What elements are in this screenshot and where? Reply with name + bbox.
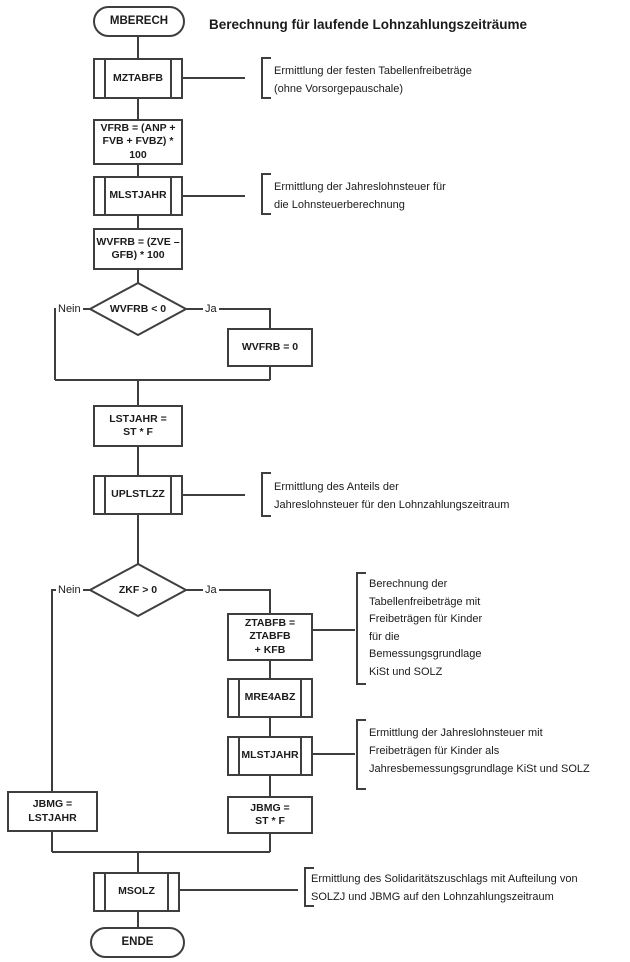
process-uplstlzz: UPLSTLZZ (93, 475, 183, 515)
process-wvfrb-zero: WVFRB = 0 (227, 328, 313, 367)
process-jbmg-stf: JBMG = ST * F (227, 796, 313, 834)
edge-label-ja-2: Ja (203, 584, 219, 596)
process-msolz: MSOLZ (93, 872, 180, 912)
terminator-start: MBERECH (93, 6, 185, 37)
annotation-ztabfb: Berechnung der Tabellenfreibeträge mit F… (369, 578, 483, 678)
process-lstjahr: LSTJAHR = ST * F (93, 405, 183, 447)
process-mlstjahr-1: MLSTJAHR (93, 176, 183, 216)
annotation-mztabfb: Ermittlung der festen Tabellenfreibeträg… (274, 65, 472, 95)
annotation-uplstlzz: Ermittlung des Anteils der Jahreslohnste… (274, 481, 510, 511)
edge-label-ja-1: Ja (203, 303, 219, 315)
annotation-msolz: Ermittlung des Solidaritätszuschlags mit… (311, 873, 578, 903)
process-mlstjahr-2: MLSTJAHR (227, 736, 313, 776)
edge-label-nein-2: Nein (56, 584, 83, 596)
annotation-mlstjahr-1: Ermittlung der Jahreslohnsteuer für die … (274, 181, 446, 211)
terminator-ende: ENDE (90, 927, 185, 958)
process-mre4abz: MRE4ABZ (227, 678, 313, 718)
decision-label-wvfrb: WVFRB < 0 (109, 303, 167, 315)
process-ztabfb: ZTABFB = ZTABFB + KFB (227, 613, 313, 661)
annotation-mlstjahr-2: Ermittlung der Jahreslohnsteuer mit Frei… (369, 727, 590, 775)
decision-label-zkf: ZKF > 0 (118, 584, 158, 596)
process-vfrb: VFRB = (ANP + FVB + FVBZ) * 100 (93, 119, 183, 165)
page-title: Berechnung für laufende Lohnzahlungszeit… (209, 17, 528, 32)
decision-diamond-zkf (87, 562, 189, 618)
process-mztabfb: MZTABFB (93, 58, 183, 99)
process-jbmg-lstjahr: JBMG = LSTJAHR (7, 791, 98, 832)
process-wvfrb-calc: WVFRB = (ZVE – GFB) * 100 (93, 228, 183, 270)
decision-diamond-wvfrb (87, 281, 189, 337)
edge-label-nein-1: Nein (56, 303, 83, 315)
